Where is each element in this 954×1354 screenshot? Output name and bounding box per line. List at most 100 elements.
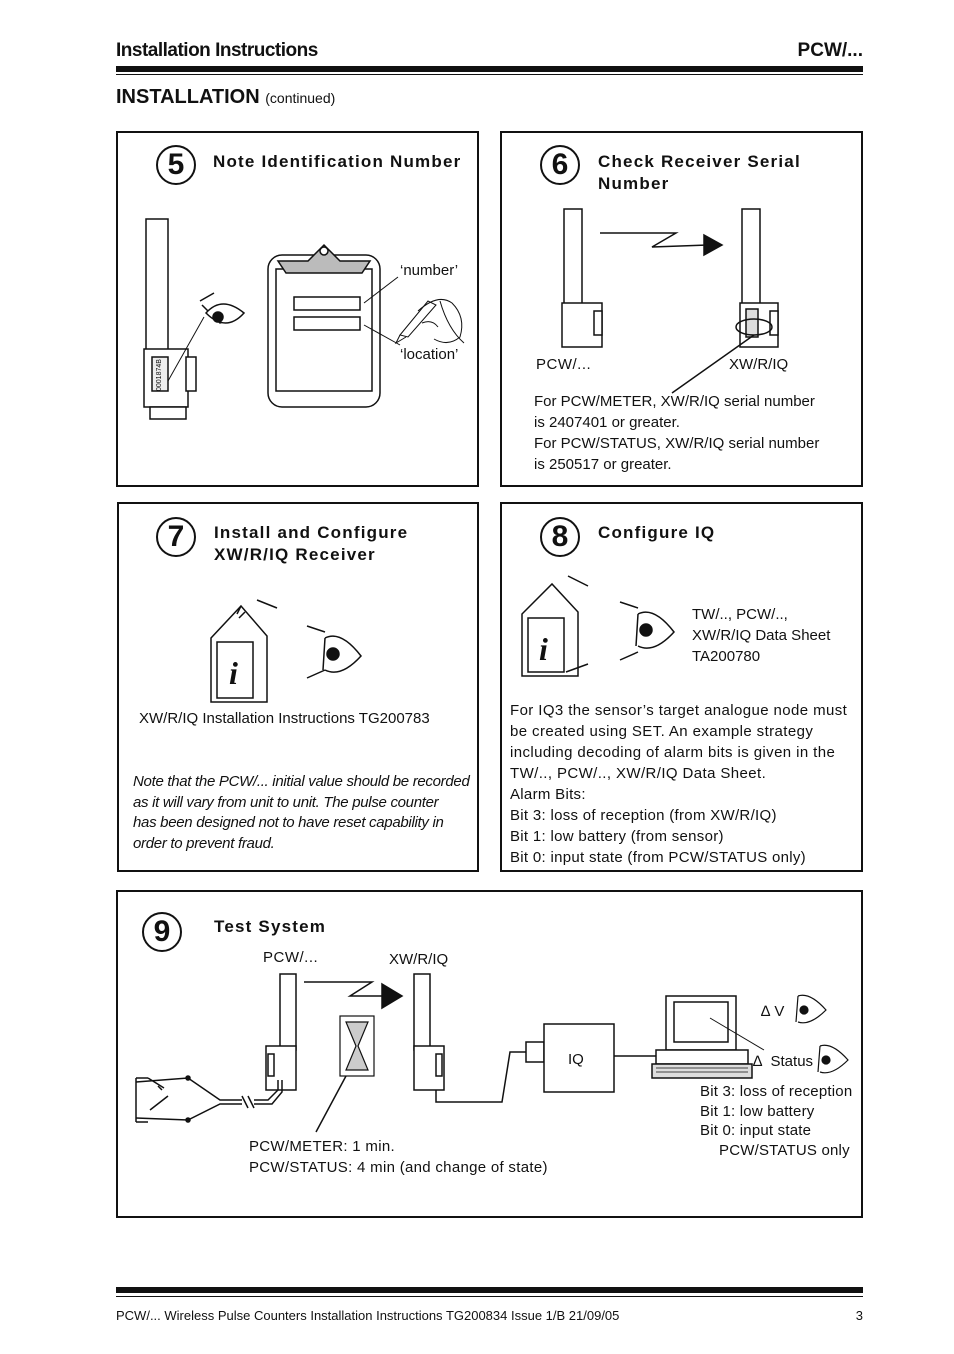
iq-controller-box [543,1023,615,1093]
svg-text:i: i [539,631,548,667]
section-title: INSTALLATION [116,86,260,108]
timing-line: PCW/METER: 1 min. [249,1138,395,1155]
footer-rule-thin [116,1296,863,1297]
info-booklet-icon: i [521,575,589,677]
eye-icon [199,292,246,324]
step-8-title: Configure IQ [598,523,716,542]
sensor-icon [265,973,297,1091]
pulse-contact-icon [135,1075,283,1123]
step-7-title-line2: XW/R/IQ Receiver [214,545,376,564]
datasheet-illustration: i [521,575,675,677]
sensor-id-label: 0001874B [156,359,163,391]
note-line: has been designed not to have reset capa… [133,814,444,831]
label-xw: XW/R/IQ [389,951,449,968]
label-pcw: PCW/... [263,949,319,966]
eye-icon [817,1044,849,1074]
cable [435,1041,545,1103]
id-number-illustration: 0001874B [143,218,465,420]
label-number: ‘number’ [400,262,459,279]
step-9-title: Test System [214,917,327,936]
alarm-line: Bit 1: low battery (from sensor) [510,828,724,845]
bits-list: Bit 3: loss of reception Bit 1: low batt… [700,1082,852,1160]
text-line: For IQ3 the sensor’s target analogue nod… [510,702,848,719]
datasheet-line: TA200780 [692,648,761,665]
footer-rule [116,1287,863,1293]
alarm-line: Bit 3: loss of reception (from XW/R/IQ) [510,807,777,824]
text-line: be created using SET. An example strateg… [510,723,814,740]
footer-text: PCW/... Wireless Pulse Counters Installa… [116,1308,620,1323]
clipboard-icon [267,243,381,408]
header-title: Installation Instructions [116,40,318,61]
label-xw: XW/R/IQ [729,356,789,373]
label-delta-v: ∆ V [761,1003,785,1020]
test-system-diagram [135,973,849,1133]
label-pcw: PCW/... [536,356,592,373]
timing-line: PCW/STATUS: 4 min (and change of state) [249,1159,548,1176]
serial-text: For PCW/METER, XW/R/IQ serial number is … [534,391,854,475]
computer-icon [651,995,765,1079]
page-number: 3 [855,1308,863,1323]
bit-line: Bit 1: low battery [700,1102,815,1120]
radio-signal-arrow [600,232,724,257]
alarm-bits: Alarm Bits: Bit 3: loss of reception (fr… [510,784,854,868]
label-location: ‘location’ [400,346,459,363]
text-line: TW/.., PCW/.., XW/R/IQ Data Sheet. [510,765,767,782]
serial-text-line: is 2407401 or greater. [534,414,680,431]
note-line: order to prevent fraud. [133,834,275,852]
serial-text-line: For PCW/METER, XW/R/IQ serial number [534,393,815,410]
manual-illustration: i [210,599,362,703]
pencil-hand-icon [394,298,465,345]
serial-text-line: is 250517 or greater. [534,456,672,473]
header-rule [116,66,863,72]
text-line: including decoding of alarm bits is give… [510,744,836,761]
step-7-title: Install and Configure XW/R/IQ Receiver [214,522,408,566]
section-heading: INSTALLATION (continued) [116,86,335,109]
info-booklet-icon: i [210,604,268,703]
serial-text-line: For PCW/STATUS, XW/R/IQ serial number [534,435,820,452]
radio-signal-arrow [304,981,404,1010]
hourglass-icon [339,1015,375,1077]
step-9-panel: 9 Test System [116,890,863,1218]
receiver-icon [735,208,779,348]
step-6-title: Check Receiver Serial Number [598,151,801,195]
step-7-panel: 7 Install and Configure XW/R/IQ Receiver… [117,502,479,872]
timing-text: PCW/METER: 1 min. PCW/STATUS: 4 min (and… [249,1136,548,1178]
note-line: as it will vary from unit to unit. The p… [133,793,439,811]
sensor-icon [561,208,603,348]
eye-icon [795,994,827,1024]
step-7-note: Note that the PCW/... initial value shou… [133,772,481,854]
datasheet-line: XW/R/IQ Data Sheet [692,627,831,644]
step-5-number: 5 [156,145,196,185]
step-7-title-line1: Install and Configure [214,523,409,542]
svg-text:i: i [229,655,238,691]
alarm-line: Bit 0: input state (from PCW/STATUS only… [510,849,806,866]
step-6-title-line1: Check Receiver Serial [598,152,801,171]
step-6-number: 6 [540,145,580,185]
datasheet-ref: TW/.., PCW/.., XW/R/IQ Data Sheet TA2007… [692,604,830,667]
receiver-icon [413,973,445,1091]
step-7-caption: XW/R/IQ Installation Instructions TG2007… [139,710,430,727]
label-delta-status: ∆ Status [753,1053,814,1070]
datasheet-line: TW/.., PCW/.., [692,606,788,623]
section-subtitle: (continued) [265,90,336,106]
step-7-number: 7 [156,517,196,557]
step-5-title: Note Identification Number [213,152,462,171]
step-8-panel: 8 Configure IQ i TW/.., PCW/.., XW/R/IQ … [500,502,863,872]
header-product: PCW/... [797,40,863,61]
bit-line: Bit 0: input state [700,1122,812,1139]
note-line: Note that the PCW/... initial value shou… [133,773,470,790]
step-8-text: For IQ3 the sensor’s target analogue nod… [510,700,854,784]
step-5-panel: 5 Note Identification Number 0001874B [116,131,479,487]
label-iq: IQ [568,1051,584,1068]
step-9-number: 9 [142,912,182,952]
step-8-number: 8 [540,517,580,557]
step-6-title-line2: Number [598,174,670,193]
header-rule-thin [116,74,863,75]
bit-line: PCW/STATUS only [719,1141,850,1159]
bit-line: Bit 3: loss of reception [700,1083,853,1100]
serial-check-illustration [561,208,779,394]
eye-icon [619,601,675,661]
eye-icon [256,599,362,679]
step-6-panel: 6 Check Receiver Serial Number PCW/... X… [500,131,863,487]
sensor-icon [143,218,197,420]
